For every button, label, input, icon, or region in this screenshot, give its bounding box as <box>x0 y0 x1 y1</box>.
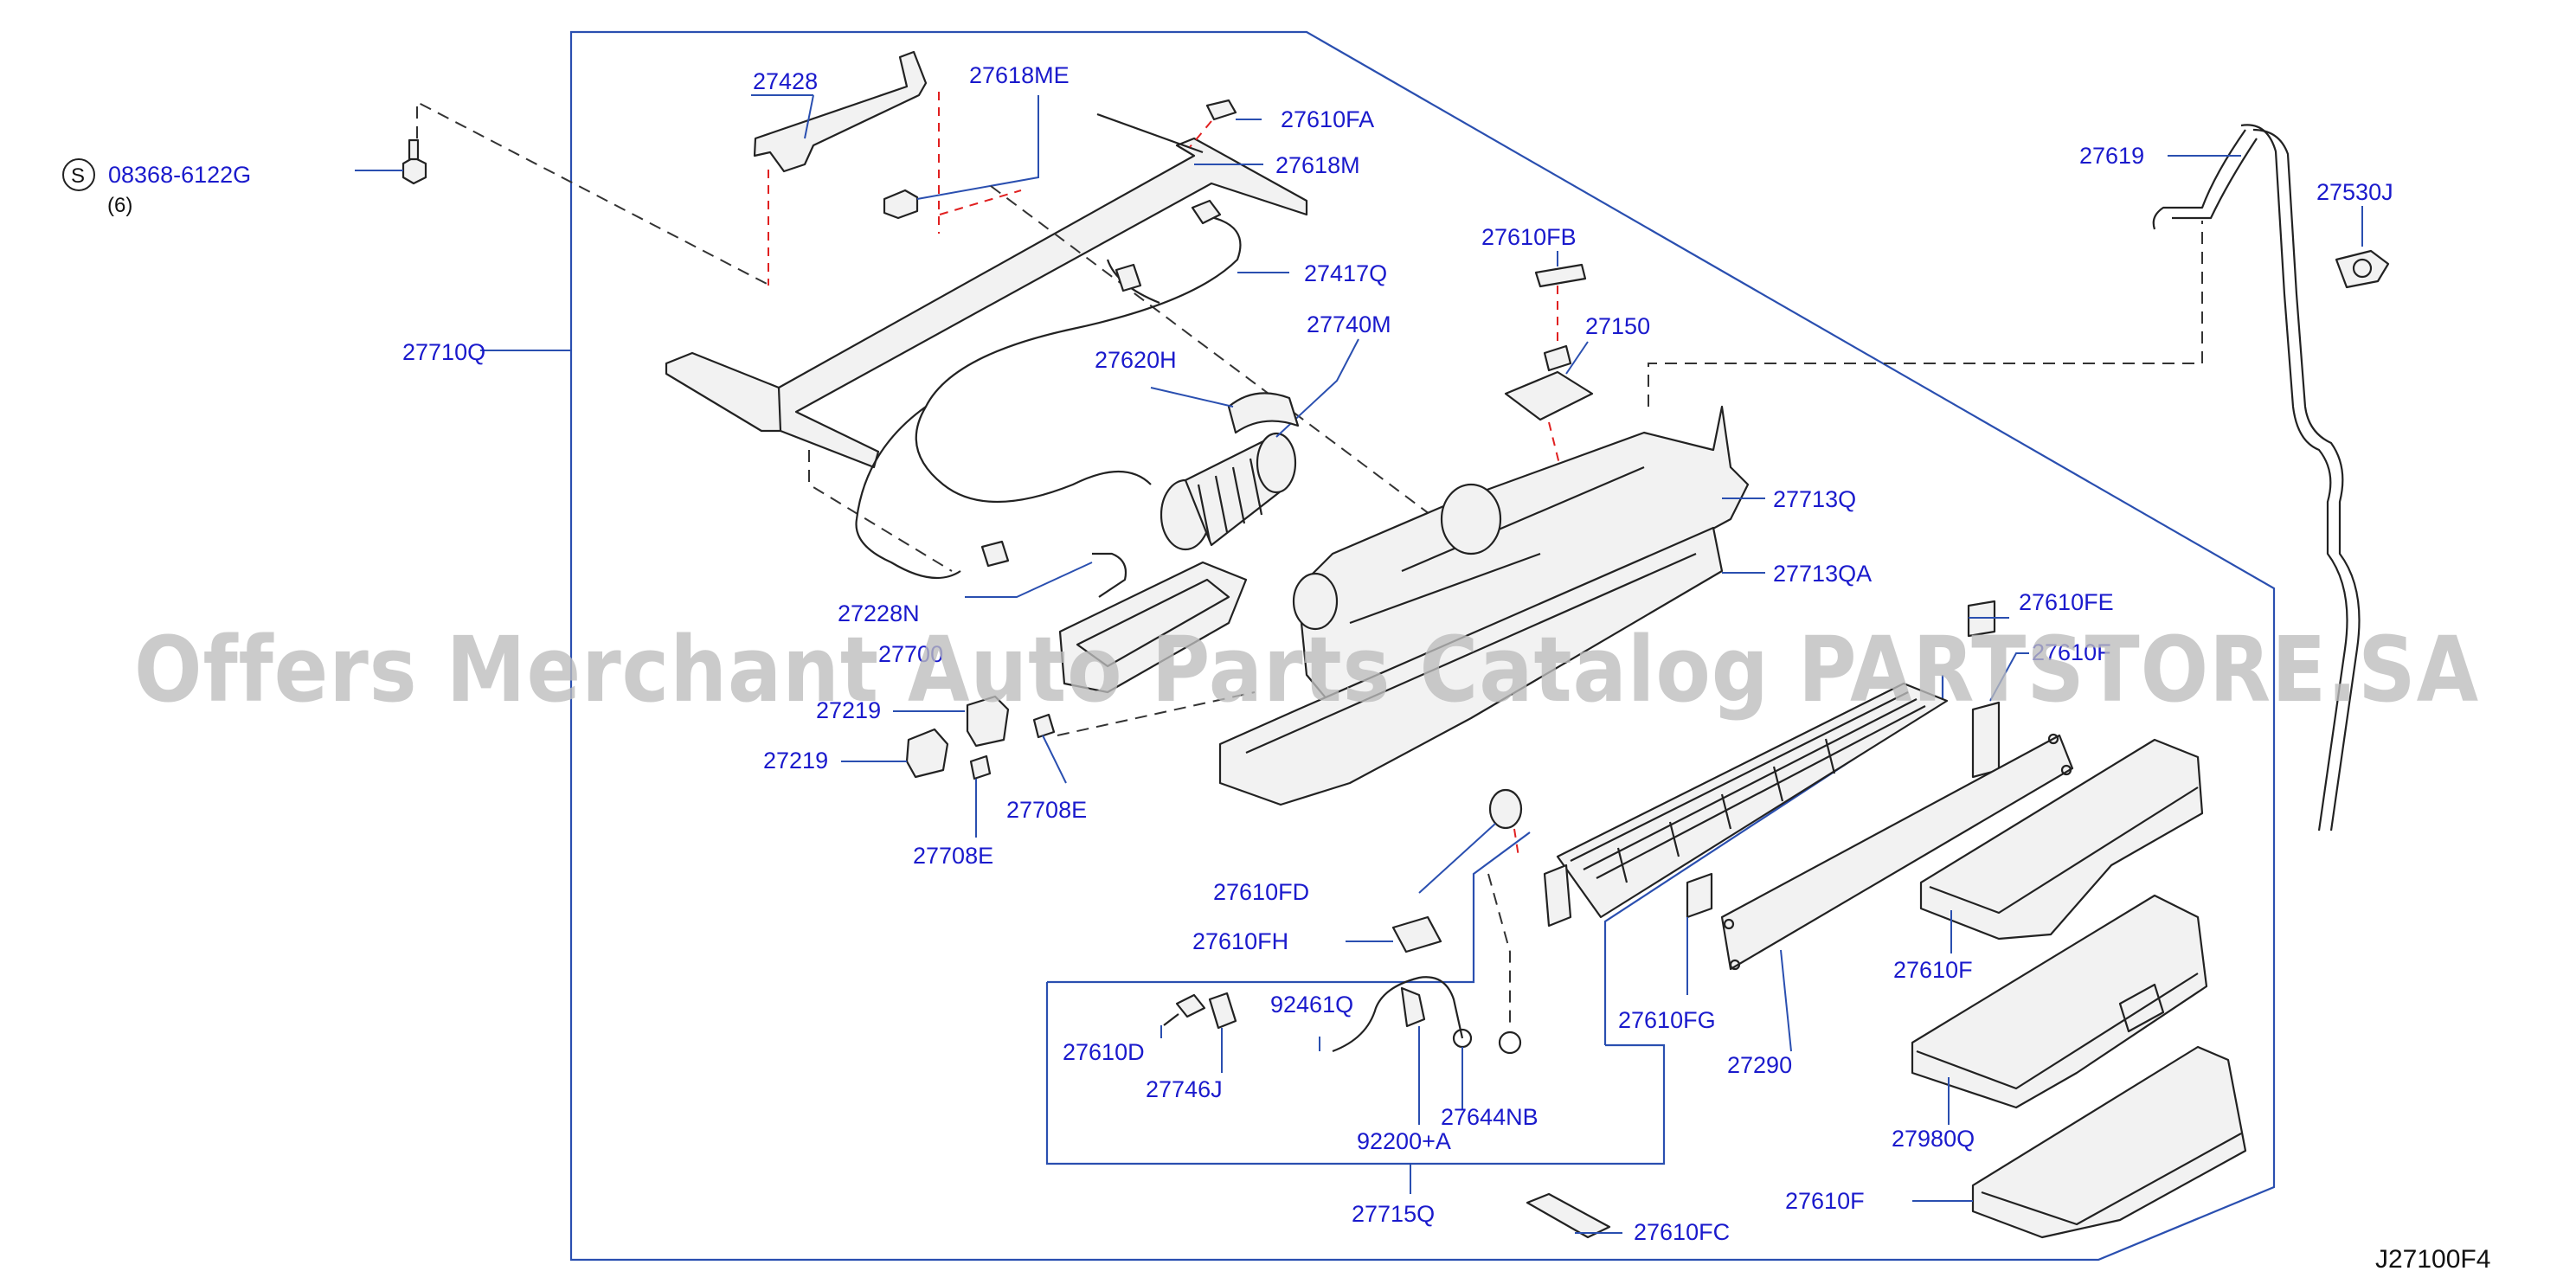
door-27610f-lower <box>1912 1045 2247 1239</box>
label-27610d[interactable]: 27610D <box>1063 1039 1145 1065</box>
door-27610f-upper <box>1919 738 2204 953</box>
label-27228n[interactable]: 27228N <box>838 600 920 626</box>
evaporator-subassembly-frame <box>1603 675 1944 1045</box>
bracket-27428 <box>751 50 940 286</box>
label-27708e-b[interactable]: 27708E <box>913 843 993 869</box>
seal-27610fg <box>1686 872 1713 995</box>
label-27708e-a[interactable]: 27708E <box>1006 797 1087 823</box>
cover-27290 <box>1720 733 2074 1052</box>
standard-part-badge <box>62 158 95 191</box>
label-27715q[interactable]: 27715Q <box>1352 1201 1435 1227</box>
cap-27620h <box>1150 387 1300 434</box>
clip-27618me <box>883 95 1039 220</box>
drawing-code: J27100F4 <box>2375 1245 2490 1274</box>
label-92461q[interactable]: 92461Q <box>1270 992 1353 1018</box>
grommet-27610fd <box>1418 788 1523 894</box>
seal-27610fb <box>1534 251 1587 346</box>
label-27980q[interactable]: 27980Q <box>1892 1126 1975 1152</box>
connector-27228n <box>965 540 1127 598</box>
case-27713qa <box>1218 526 1765 806</box>
label-27610fb[interactable]: 27610FB <box>1481 224 1577 250</box>
label-27219-b[interactable]: 27219 <box>763 748 828 774</box>
label-27713q[interactable]: 27713Q <box>1773 486 1856 512</box>
tray-frame-27710q <box>665 112 1437 572</box>
valve-parts <box>1160 873 1522 1194</box>
label-27618me[interactable]: 27618ME <box>969 62 1070 88</box>
label-27746j[interactable]: 27746J <box>1146 1076 1223 1102</box>
label-27610f-b[interactable]: 27610F <box>1785 1188 1865 1214</box>
label-27610fg[interactable]: 27610FG <box>1618 1007 1716 1033</box>
label-27530j[interactable]: 27530J <box>2316 179 2393 205</box>
sensor-27219a <box>893 695 1010 748</box>
label-27610fa[interactable]: 27610FA <box>1281 106 1374 132</box>
clip-27708ea <box>1032 691 1256 784</box>
label-27644nb[interactable]: 27644NB <box>1441 1104 1539 1130</box>
seal-27610fe <box>1967 600 2009 638</box>
label-27700[interactable]: 27700 <box>878 641 943 667</box>
watermark-text: Offers Merchant Auto Parts Catalog PARTS… <box>134 617 2479 722</box>
label-27290[interactable]: 27290 <box>1727 1052 1792 1078</box>
label-27219-a[interactable]: 27219 <box>816 697 881 723</box>
label-27713qa[interactable]: 27713QA <box>1773 561 1872 587</box>
label-27610fd[interactable]: 27610FD <box>1213 879 1309 905</box>
resistor-27150 <box>1504 341 1594 475</box>
label-27619[interactable]: 27619 <box>2079 143 2144 169</box>
pipe-27619 <box>1648 124 2361 831</box>
label-27150[interactable]: 27150 <box>1585 313 1650 339</box>
label-27610f-a[interactable]: 27610F <box>1893 957 1973 983</box>
label-92200a[interactable]: 92200+A <box>1357 1128 1451 1154</box>
case-27713q <box>1292 405 1765 729</box>
clip-27708eb <box>969 754 992 838</box>
bolt-callout[interactable]: S 08368-6122G (6) <box>62 158 251 217</box>
label-27620h[interactable]: 27620H <box>1095 347 1177 373</box>
motor-27740m <box>1160 338 1359 551</box>
bolt-qty: (6) <box>107 194 132 217</box>
assembly-frame <box>569 30 2276 1262</box>
duct-27700 <box>1058 561 1248 694</box>
label-27417q[interactable]: 27417Q <box>1304 260 1387 286</box>
seal-27610fc <box>1526 1192 1622 1239</box>
label-27610f-top[interactable]: 27610F <box>2032 639 2111 665</box>
evaporator-27280 <box>1543 682 1949 928</box>
label-08368-6122g[interactable]: 08368-6122G <box>108 162 251 188</box>
harness-27417q <box>855 199 1289 580</box>
clip-27530j <box>2335 206 2390 289</box>
label-27618m[interactable]: 27618M <box>1275 152 1360 178</box>
label-27428[interactable]: 27428 <box>753 68 818 94</box>
standard-part-badge-letter: S <box>71 164 85 188</box>
valve-subassembly-frame <box>1045 831 1666 1165</box>
filter-27980q <box>1911 894 2208 1125</box>
label-27710q[interactable]: 27710Q <box>402 339 485 365</box>
label-27610fh[interactable]: 27610FH <box>1192 928 1288 954</box>
bolt-08368-6122g <box>355 100 771 286</box>
sensor-27219b <box>841 728 949 779</box>
pad-27610fh <box>1346 915 1442 953</box>
label-27610fc[interactable]: 27610FC <box>1634 1219 1730 1245</box>
label-27610fe[interactable]: 27610FE <box>2019 589 2114 615</box>
seal-27610fa <box>1189 99 1262 148</box>
label-27740m[interactable]: 27740M <box>1307 311 1391 337</box>
